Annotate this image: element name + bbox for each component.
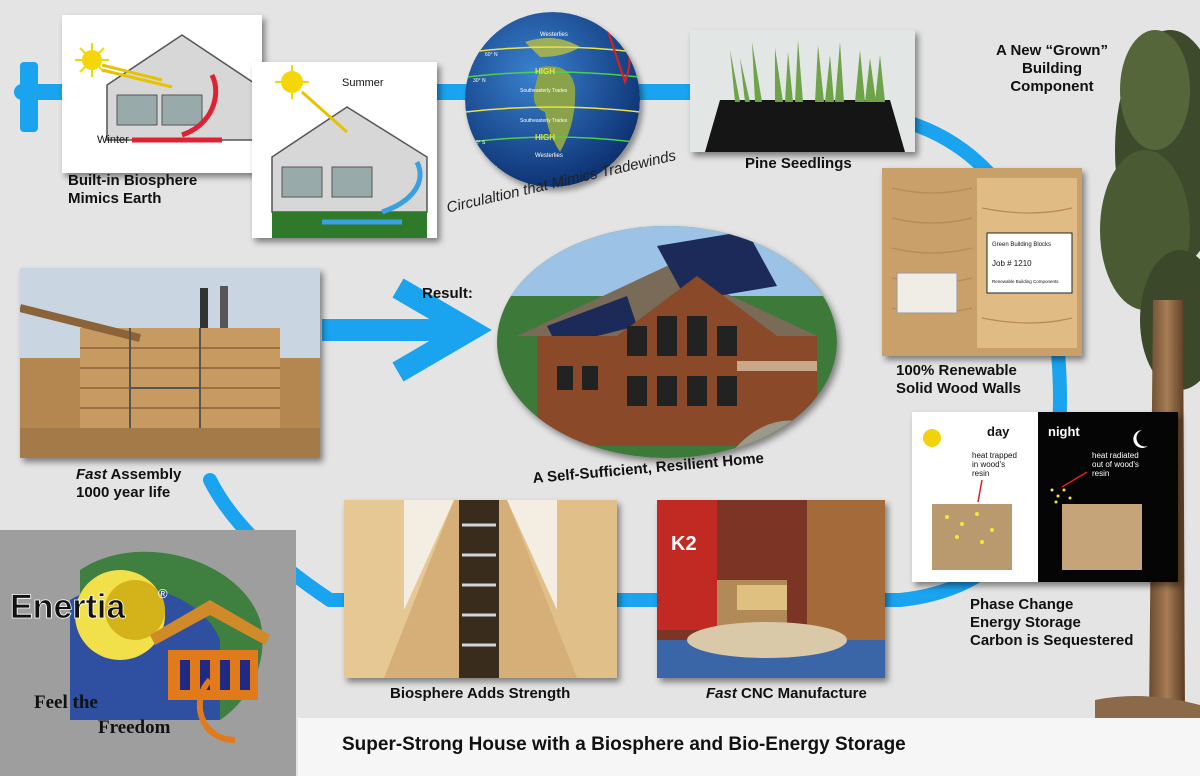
biosphere-winter-illustration: Winter xyxy=(62,15,262,173)
grown-caption: A New “Grown” Building Component xyxy=(982,42,1122,96)
logo-tagline-1: Feel the xyxy=(34,692,98,713)
globe-lat-60n: 60° N xyxy=(485,52,498,58)
assembly-life: 1000 year life xyxy=(76,484,171,501)
renewable-caption-line-2: Solid Wood Walls xyxy=(896,380,1021,397)
biosphere-summer-illustration: Summer xyxy=(252,62,437,238)
night-label: night xyxy=(1048,424,1080,439)
enertia-logo-panel: Enertia ® Feel the Freedom xyxy=(0,530,296,776)
fast-assembly-photo xyxy=(20,268,320,458)
globe-image: HIGH Southeasterly Trades Southeasterly … xyxy=(465,12,640,187)
pine-caption: Pine Seedlings xyxy=(745,155,852,172)
biosphere-caption: Built-in Biosphere Mimics Earth xyxy=(68,172,197,208)
cnc-caption-rest: CNC Manufacture xyxy=(736,685,867,702)
enertia-logo: Enertia ® Feel the Freedom xyxy=(10,551,270,743)
heat-trapped-line-1: heat trapped xyxy=(972,451,1017,460)
block-tag-line-3: Renewable Building Components xyxy=(992,279,1059,284)
logo-registered: ® xyxy=(158,586,168,601)
globe-zone-trades-1: Southeasterly Trades xyxy=(520,88,568,94)
grown-caption-line-3: Component xyxy=(1010,78,1094,95)
biosphere-strength-photo xyxy=(344,500,617,678)
assembly-caption-rest: Assembly xyxy=(106,466,182,483)
biosphere-caption-line-1: Built-in Biosphere xyxy=(68,172,198,189)
renewable-caption-line-1: 100% Renewable xyxy=(896,362,1017,379)
globe-zone-westerlies-north: Westerlies xyxy=(540,32,568,38)
grown-caption-line-2: Building xyxy=(1022,60,1082,77)
globe-lat-30n: 30° N xyxy=(473,78,486,84)
grown-caption-line-1: A New “Grown” xyxy=(996,42,1108,59)
strength-caption: Biosphere Adds Strength xyxy=(390,685,571,702)
globe-lat-30s: 30° S xyxy=(473,140,486,146)
day-label: day xyxy=(987,424,1010,439)
heat-trapped-line-3: resin xyxy=(972,469,989,478)
logo-brand: Enertia xyxy=(10,588,126,626)
block-tag-line-2: Job # 1210 xyxy=(992,259,1032,268)
renewable-caption: 100% Renewable Solid Wood Walls xyxy=(896,362,1021,398)
pine-tree-image xyxy=(1095,30,1200,720)
heat-radiated-line-2: out of wood's xyxy=(1092,460,1139,469)
footer-title: Super-Strong House with a Biosphere and … xyxy=(342,734,906,755)
block-tag-line-1: Green Building Blocks xyxy=(992,242,1051,248)
globe-zone-high-south: HIGH xyxy=(535,133,555,142)
heat-trapped-line-2: in wood's xyxy=(972,460,1005,469)
biosphere-caption-line-2: Mimics Earth xyxy=(68,190,162,207)
assembly-caption: Fast Assembly 1000 year life xyxy=(76,466,181,502)
heat-radiated-line-1: heat radiated xyxy=(1092,451,1139,460)
result-label: Result: xyxy=(422,285,473,302)
cnc-fast-word: Fast xyxy=(706,685,737,702)
phase-caption: Phase Change Energy Storage Carbon is Se… xyxy=(970,596,1133,650)
phase-caption-line-3: Carbon is Sequestered xyxy=(970,632,1134,649)
cnc-tag-label: K2 xyxy=(671,533,697,555)
heat-radiated-line-3: resin xyxy=(1092,469,1109,478)
solid-wood-wall-photo: Green Building Blocks Job # 1210 Renewab… xyxy=(882,168,1082,356)
cnc-manufacture-photo: K2 xyxy=(657,500,885,678)
resilient-home-photo xyxy=(497,226,837,458)
phase-caption-line-2: Energy Storage xyxy=(970,614,1081,631)
summer-label: Summer xyxy=(342,77,384,89)
globe-zone-high-north: HIGH xyxy=(535,67,555,76)
cnc-caption: Fast CNC Manufacture xyxy=(706,685,867,703)
globe-zone-trades-2: Southeasterly Trades xyxy=(520,118,568,124)
phase-caption-line-1: Phase Change xyxy=(970,596,1074,613)
flow-start-bar xyxy=(20,62,38,132)
assembly-fast-word: Fast xyxy=(76,466,107,483)
day-night-panel: day night heat trapped in wood's resin h… xyxy=(912,412,1178,582)
pine-seedlings-photo xyxy=(690,30,915,152)
result-arrow xyxy=(322,278,492,382)
winter-label: Winter xyxy=(97,134,129,146)
logo-tagline-2: Freedom xyxy=(98,717,171,738)
footer-bar: Super-Strong House with a Biosphere and … xyxy=(298,718,1200,776)
globe-zone-westerlies-south: Westerlies xyxy=(535,153,563,159)
